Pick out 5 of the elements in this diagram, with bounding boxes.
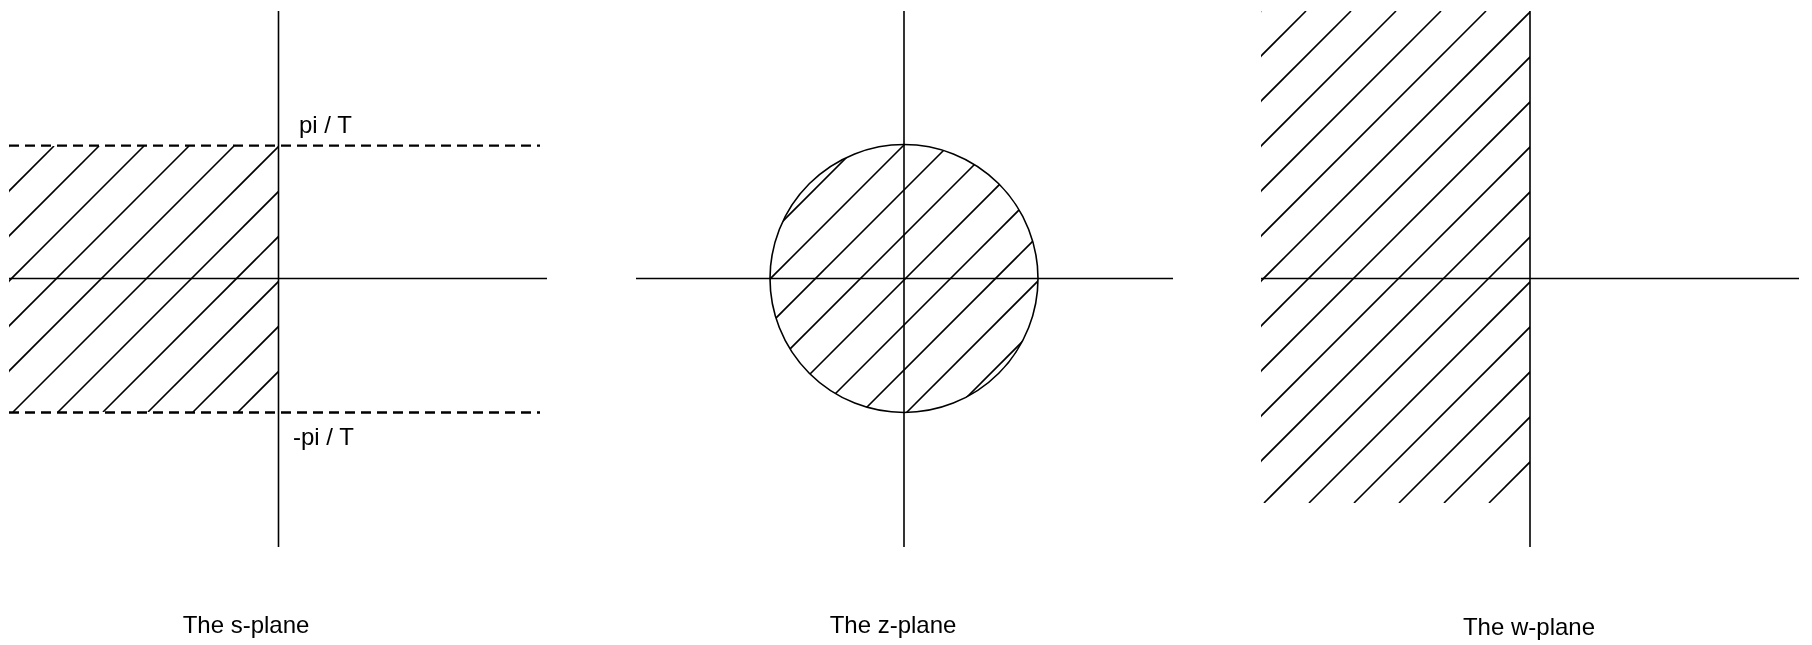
plane-caption: The z-plane (829, 611, 957, 639)
plane-caption: The s-plane (182, 611, 310, 639)
plane-caption: The w-plane (1462, 613, 1596, 641)
axis-label: pi / T (299, 111, 352, 139)
axis-label: -pi / T (293, 423, 354, 451)
